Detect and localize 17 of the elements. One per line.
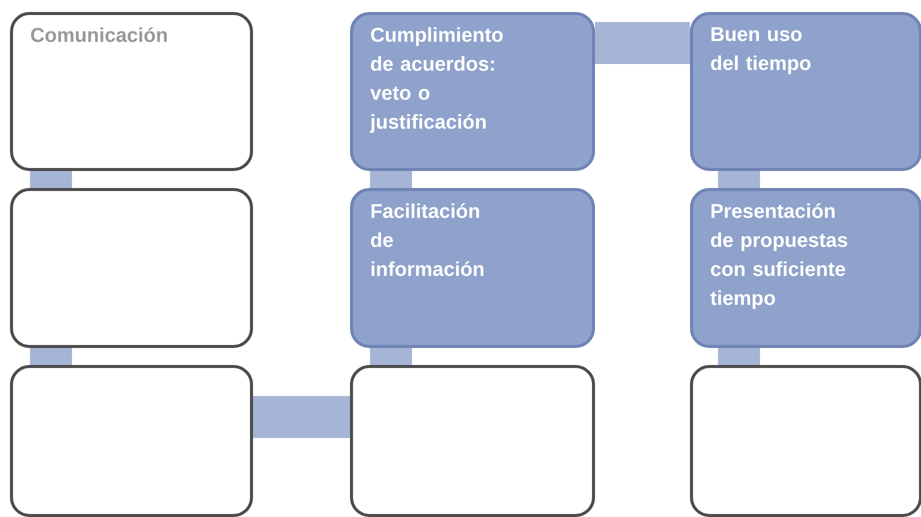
process-box: Presentación de propuestas con suficiente tiempo — [690, 188, 921, 348]
empty-box — [350, 365, 595, 517]
connector-bar — [718, 348, 760, 365]
connector-bar — [30, 348, 72, 365]
empty-box — [690, 365, 921, 517]
process-box: Buen uso del tiempo — [690, 12, 921, 171]
empty-box — [10, 188, 253, 348]
connector-bar — [595, 22, 690, 64]
connector-bar — [30, 171, 72, 188]
connector-bar — [253, 396, 350, 438]
process-box: Cumplimiento de acuerdos: veto o justificación — [350, 12, 595, 171]
process-box: Comunicación — [10, 12, 253, 171]
empty-box — [10, 365, 253, 517]
connector-bar — [718, 171, 760, 188]
connector-bar — [370, 171, 412, 188]
process-box: Facilitación de información — [350, 188, 595, 348]
connector-bar — [370, 348, 412, 365]
